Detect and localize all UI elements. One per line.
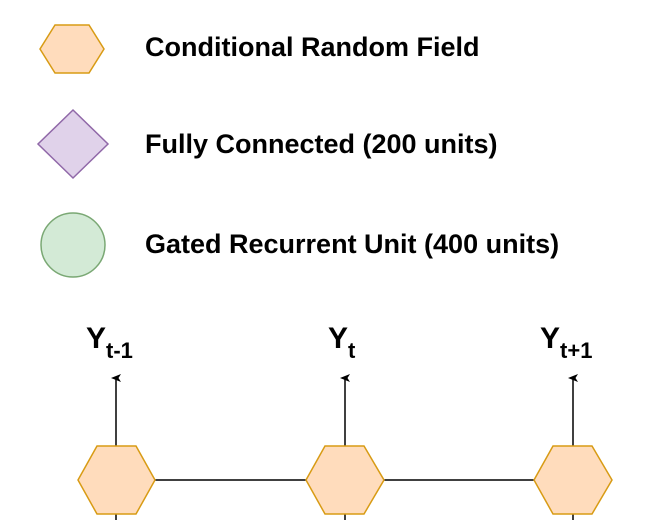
output-arrows [111,374,578,446]
legend-item-crf: Conditional Random Field [39,24,479,74]
crf-nodes [77,445,613,515]
crf-node-hexagon [533,445,613,515]
diamond-icon [36,108,110,180]
output-subscript: t+1 [560,338,592,363]
output-y: Y [86,322,106,355]
legend-label-gru: Gated Recurrent Unit (400 units) [145,229,559,259]
output-y: Y [540,322,560,355]
output-label-t-plus-1: Yt+1 [540,322,592,363]
output-label-t: Yt [328,322,356,363]
legend-label-crf: Conditional Random Field [145,32,479,62]
crf-node-hexagon [77,445,156,515]
output-subscript: t [348,338,356,363]
crf-node-hexagon [305,445,385,515]
output-label-t-minus-1: Yt-1 [86,322,133,363]
hexagon-icon [39,24,105,74]
legend: Conditional Random Field Fully Connected… [36,24,559,278]
output-labels: Yt-1 Yt Yt+1 [86,322,592,363]
legend-item-gru: Gated Recurrent Unit (400 units) [40,212,559,278]
legend-item-fc: Fully Connected (200 units) [36,108,498,180]
output-y: Y [328,322,348,355]
circle-icon [40,212,106,278]
legend-label-fc: Fully Connected (200 units) [145,129,498,159]
output-subscript: t-1 [106,338,133,363]
